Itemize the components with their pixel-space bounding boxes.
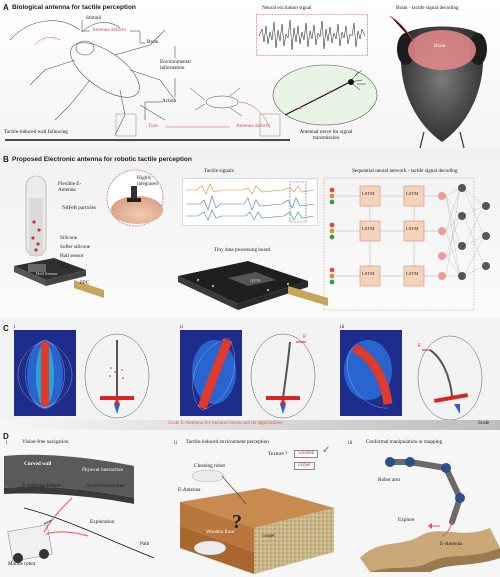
wooden-option: wooden (294, 450, 319, 458)
e-antenna-label-ii: E-Antenna (178, 487, 201, 493)
brain-tactile-label: Brain - tactile signal decoding (396, 5, 459, 11)
panel-d-letter: D (3, 432, 9, 441)
wall-following-label: Tactile-induced wall following (4, 129, 68, 135)
panel-c: C i ii F iii (0, 318, 500, 430)
panel-a-title: Biological antenna for tactile perceptio… (12, 4, 136, 11)
robot-arm-scene (360, 457, 500, 572)
field-schematic-straight (84, 333, 150, 419)
scale-bar (0, 420, 500, 430)
panel-d-ii-label: ii (174, 440, 178, 446)
exploration-label: Exploration (90, 519, 115, 525)
check-icon: ✓ (322, 445, 331, 456)
fingertip-photo (106, 169, 164, 227)
neural-signal-label: Neural excitation signal (262, 5, 312, 11)
highly-integrated-label: Highly integrated (137, 175, 158, 187)
lstm-label: LSTM (362, 271, 375, 276)
panel-b: B Proposed Electronic antenna for roboti… (0, 150, 500, 318)
turn-label: Turn (148, 123, 158, 129)
lstm-label: LSTM (406, 226, 419, 231)
pcb-label: PCB (60, 264, 70, 270)
fpc-label: FPC (80, 280, 90, 286)
lstm-label: LSTM (406, 191, 419, 196)
field-schematic-bent (250, 333, 316, 419)
panel-b-letter: B (3, 155, 9, 164)
neural-network-diagram (323, 177, 490, 311)
wooden-floor-label: Wooden floor (206, 529, 235, 535)
field-schematic-curved (417, 335, 483, 421)
lstm-label: LSTM (362, 191, 375, 196)
neuron-illustration (272, 64, 378, 126)
path-label: Path (140, 541, 150, 547)
ndfeb-label: NdFeB particles (62, 205, 96, 211)
board-label: Tiny data processing board (214, 247, 271, 253)
panel-c-ii-label: ii (180, 324, 184, 330)
vision-free-label: Vision-free navigation (22, 439, 69, 445)
silicone-label: Silicone (60, 235, 78, 241)
floor-scene: ? (180, 469, 334, 574)
carpet-label: carpet (262, 533, 275, 539)
network-label: Sequential neural network - tactile sign… (352, 168, 458, 174)
magnetic-field-curved (340, 330, 402, 416)
robot-arm-label: Robot arm (378, 477, 401, 483)
panel-d-iii-label: iii (348, 440, 353, 446)
carpet-option: carpet (294, 462, 315, 470)
e-antenna-label-iii: E-Antenna (440, 541, 463, 547)
e-antenna-deform-label: E-Antenna deform (22, 483, 61, 489)
cockroach-illustration (9, 20, 176, 136)
scale-caption: Scale E-Antenna for various robots and i… (168, 420, 283, 426)
force-label-iii: F (418, 343, 422, 349)
panel-a: A Biological antenna for tactile percept… (0, 0, 500, 150)
panel-c-iii-label: iii (340, 324, 345, 330)
active-locomotion-label: Active locomotion (86, 483, 125, 489)
magnetic-field-bent (180, 330, 242, 416)
panel-a-letter: A (3, 3, 9, 12)
tactile-env-label: Tactile-induced environment perception (186, 439, 269, 445)
panel-c-letter: C (3, 324, 9, 333)
flow-arrows (5, 20, 290, 141)
antenna-deform-label-2: Antenna deform (236, 123, 270, 129)
magnetic-field-straight (14, 330, 76, 416)
neural-signal-plot (256, 14, 368, 56)
hall-sensor-label: Hall sensor (60, 253, 84, 259)
stimuli-label: Stimuli (86, 15, 102, 21)
tactile-signals-plot (182, 178, 318, 226)
curved-wall-label: Curved wall (24, 461, 52, 467)
antenna-deform-label: Antenna deform (92, 27, 126, 33)
tactile-signals-label: Tactile signals (204, 168, 234, 174)
texture-label: Texture ? (268, 451, 288, 457)
action-label: Action (162, 98, 177, 104)
scale-label: Scale (478, 420, 490, 426)
lstm-label: LSTM (406, 271, 419, 276)
navigation-scene (4, 454, 155, 563)
physical-interaction-label: Physical interaction (82, 467, 124, 473)
flexible-label: Flexible E-Antenna (58, 181, 82, 193)
environmental-information-label: Environmental information (160, 59, 191, 71)
panel-d-i-label: i (6, 440, 8, 446)
force-label-ii: F (303, 334, 307, 340)
e-antenna-tube (14, 175, 104, 298)
panel-b-title: Proposed Electronic antenna for robotic … (12, 156, 192, 163)
conformal-label: Conformal manipulation or mapping (366, 439, 443, 445)
lstm-label: LSTM (362, 226, 375, 231)
svg-text:?: ? (232, 511, 242, 533)
softer-silicone-label: Softer silicone (60, 244, 91, 250)
panel-c-i-label: i (14, 324, 16, 330)
brain-label: Brain (434, 43, 446, 49)
data-processing-board (178, 261, 328, 310)
brain-flow-label: Brain (147, 39, 159, 45)
hall-sensor-chip-label: Hall Sensor (36, 271, 58, 276)
mobile-robot-label: Mobile robot (8, 561, 36, 567)
cleaning-robot-label: Cleaning robot (194, 463, 225, 469)
panel-d: D i Vision-free navigation Curved wall P… (0, 430, 500, 577)
explore-label: Explore (398, 517, 415, 523)
insect-head-illustration (389, 15, 487, 149)
board-chip-label: QF30 (250, 278, 261, 283)
antennal-nerve-label: Antennal nerve for signal transmission (299, 129, 353, 141)
